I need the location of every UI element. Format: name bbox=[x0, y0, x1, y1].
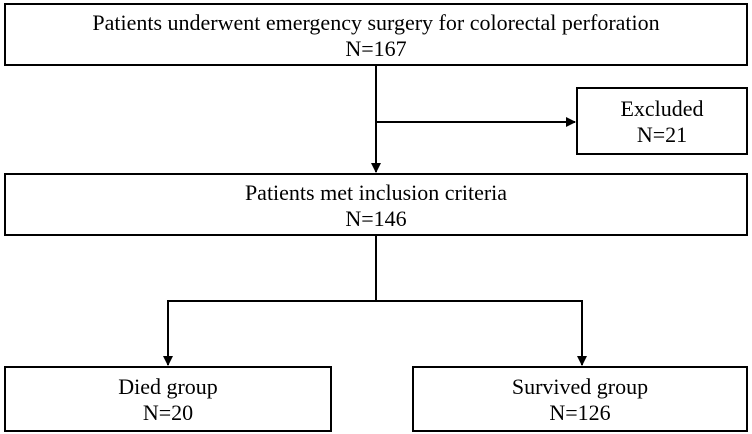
node-count: N=146 bbox=[345, 206, 407, 231]
node-title: Died group bbox=[118, 374, 218, 399]
node-count: N=167 bbox=[345, 36, 407, 61]
node-title: Excluded bbox=[620, 96, 704, 121]
node-died-group: Died group N=20 bbox=[4, 366, 332, 432]
node-count: N=126 bbox=[549, 400, 611, 425]
node-count: N=21 bbox=[636, 122, 688, 147]
node-emergency-surgery: Patients underwent emergency surgery for… bbox=[4, 3, 748, 66]
node-title: Survived group bbox=[511, 374, 649, 399]
node-count: N=20 bbox=[142, 400, 194, 425]
node-excluded: Excluded N=21 bbox=[576, 87, 748, 155]
node-survived-group: Survived group N=126 bbox=[412, 366, 748, 432]
node-title: Patients met inclusion criteria bbox=[244, 180, 508, 205]
node-title: Patients underwent emergency surgery for… bbox=[92, 10, 660, 35]
node-inclusion-criteria: Patients met inclusion criteria N=146 bbox=[4, 173, 748, 236]
